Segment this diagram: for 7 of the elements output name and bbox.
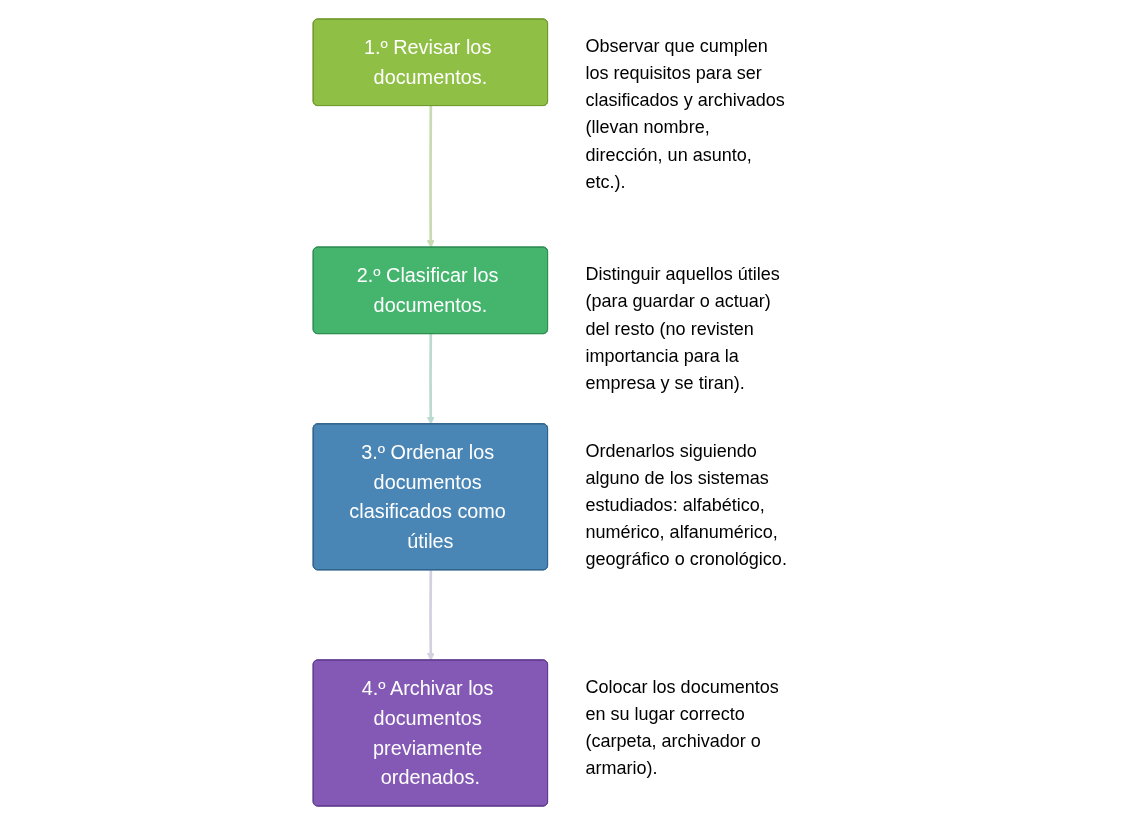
arrow [426,106,435,248]
node-label: Distinguir aquellos útiles (para guardar o actuar) del resto (no revisten importancia para la empresa y se tiran). [585,264,780,393]
node-label: Ordenarlos siguiendo alguno de los sistemas estudiados: alfabético, numérico, alfanumérico, geográfico o cronológico. [585,440,787,569]
arrow [426,334,435,425]
node-label: Colocar los documentos en su lugar correcto (carpeta, archivador o armario). [585,677,779,779]
node-label: Observar que cumplen los requisitos para ser clasificados y archivados (llevan nombre, dirección, un asunto, etc.). [585,36,785,192]
arrow [426,570,435,661]
